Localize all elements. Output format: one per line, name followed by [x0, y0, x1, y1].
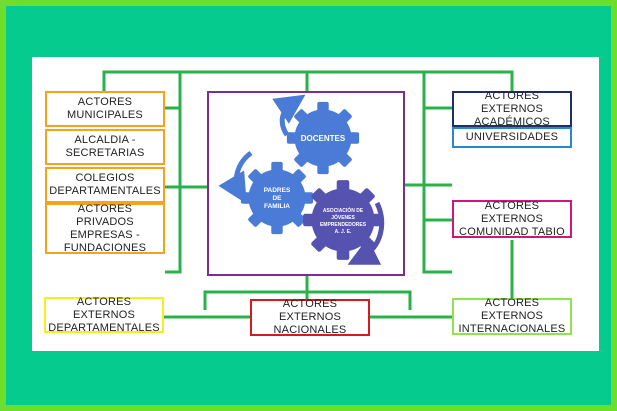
arrow-padres-icon — [218, 150, 253, 204]
box-actores-municipales: ACTORES MUNICIPALES — [45, 91, 165, 127]
gear-padres-label-1: PADRES — [264, 187, 291, 194]
label-colegios: COLEGIOS DEPARTAMENTALES — [49, 172, 161, 197]
arrow-asociacion-icon — [347, 201, 385, 265]
box-actores-externos-internacionales: ACTORES EXTERNOS INTERNACIONALES — [452, 297, 572, 335]
gear-asociacion-label-4: A. J. E. — [335, 229, 352, 235]
gear-docentes-label: DOCENTES — [301, 134, 346, 143]
gear-padres-label-2: DE — [272, 195, 282, 202]
box-universidades: UNIVERSIDADES — [452, 127, 572, 148]
box-alcaldia-secretarias: ALCALDIA - SECRETARIAS — [45, 129, 165, 165]
arrow-docentes-icon — [272, 94, 306, 137]
right-connector — [422, 91, 452, 274]
box-actores-externos-comunidad-tabio: ACTORES EXTERNOS COMUNIDAD TABIO — [452, 200, 572, 238]
box-actores-externos-nacionales: ACTORES EXTERNOS NACIONALES — [250, 298, 370, 336]
label-departamentales: ACTORES EXTERNOS DEPARTAMENTALES — [48, 295, 160, 334]
box-actores-privados: ACTORES PRIVADOS EMPRESAS - FUNDACIONES — [45, 203, 165, 254]
box-actores-externos-academicos: ACTORES EXTERNOS ACADÉMICOS — [452, 89, 572, 128]
label-actores-municipales: ACTORES MUNICIPALES — [67, 96, 143, 121]
label-comunidad-tabio: ACTORES EXTERNOS COMUNIDAD TABIO — [459, 199, 565, 238]
gear-asociacion-label-2: JÓVENES — [331, 213, 355, 221]
label-alcaldia: ALCALDIA - SECRETARIAS — [65, 134, 145, 159]
label-internacionales: ACTORES EXTERNOS INTERNACIONALES — [458, 297, 566, 335]
box-actores-externos-departamentales: ACTORES EXTERNOS DEPARTAMENTALES — [44, 295, 164, 334]
label-nacionales: ACTORES EXTERNOS NACIONALES — [273, 298, 347, 336]
label-academicos: ACTORES EXTERNOS ACADÉMICOS — [474, 89, 550, 128]
center-gears-box: DOCENTES PADRES DE FAMILIA ASOCIACIÓN DE… — [207, 91, 405, 276]
box-colegios-departamentales: COLEGIOS DEPARTAMENTALES — [45, 167, 165, 203]
gear-asociacion-label-3: EMPRENDEDORES — [320, 222, 367, 228]
label-actores-privados: ACTORES PRIVADOS EMPRESAS - FUNDACIONES — [63, 202, 147, 254]
left-connector — [165, 91, 182, 274]
label-universidades: UNIVERSIDADES — [465, 131, 559, 143]
gear-asociacion-label-1: ASOCIACIÓN DE — [323, 206, 364, 214]
gear-padres-label-3: FAMILIA — [264, 203, 290, 210]
gears-graphic: DOCENTES PADRES DE FAMILIA ASOCIACIÓN DE… — [218, 94, 385, 265]
